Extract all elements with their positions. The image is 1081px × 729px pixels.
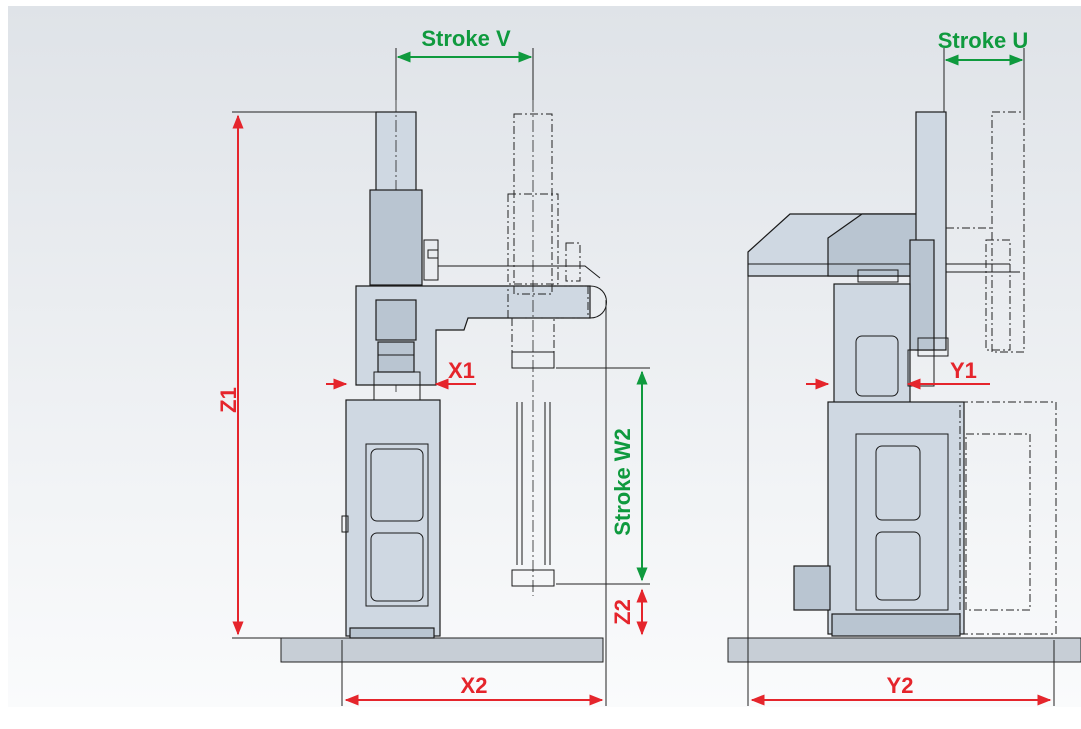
stroke-w2-label: Stroke W2 (610, 428, 635, 536)
z2-label: Z2 (610, 599, 635, 625)
x1-label: X1 (448, 358, 475, 383)
side-extension-lines (747, 48, 1055, 706)
x2-label: X2 (461, 673, 488, 698)
base-plate-side (727, 637, 1081, 663)
ghost-cabinet-side (959, 401, 1057, 635)
stroke-v-label: Stroke V (421, 26, 511, 51)
side-dimensions (750, 54, 1052, 706)
side-view: Stroke U Y1 Y2 (727, 28, 1081, 706)
horizontal-arm-front (355, 265, 607, 401)
lower-cabinet-front (341, 399, 441, 639)
z1-label: Z1 (216, 387, 241, 413)
main-body-side (793, 283, 965, 637)
ghost-slide-side (946, 111, 1025, 353)
cantilever-arm-side (747, 213, 1020, 283)
front-dimensions (232, 51, 648, 706)
vertical-slide-side (909, 111, 949, 357)
y2-label: Y2 (887, 673, 914, 698)
stroke-u-label: Stroke U (938, 28, 1028, 53)
base-plate-front (280, 637, 604, 663)
y1-label: Y1 (950, 358, 977, 383)
front-extension-lines (232, 48, 650, 706)
z-column-front (369, 100, 439, 395)
ghost-column-front (507, 100, 589, 596)
front-view: Stroke V X1 Z1 Stroke W2 Z2 X2 (216, 26, 650, 706)
